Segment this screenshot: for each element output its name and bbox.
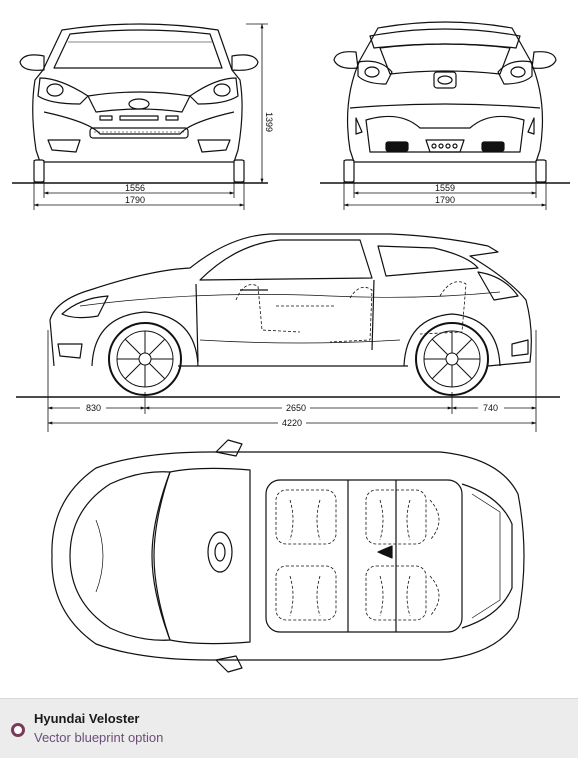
caption-bar: Hyundai Veloster Vector blueprint option [0,698,578,758]
front-dimension-lines [12,23,268,210]
height-label: 1399 [264,112,274,132]
rear-overhang-label: 740 [483,403,498,413]
caption-subtitle: Vector blueprint option [34,730,164,745]
side-view [49,233,532,367]
caption-title: Hyundai Veloster [34,711,140,726]
rear-width-label: 1790 [435,195,455,205]
rear-track-label: 1559 [435,183,455,193]
rear-wheel [415,322,489,396]
front-overhang-label: 830 [86,403,101,413]
top-view [51,439,525,673]
blueprint-drawing: 1556 1790 1399 [12,21,570,673]
front-view [19,23,259,183]
rear-dimension-lines [320,160,570,210]
side-dimension-lines [16,330,560,432]
front-track-label: 1556 [125,183,145,193]
front-wheel [108,322,182,396]
overall-length-label: 4220 [282,418,302,428]
bullet-icon [11,723,25,737]
front-width-label: 1790 [125,195,145,205]
rear-view [333,21,557,183]
wheelbase-label: 2650 [286,403,306,413]
